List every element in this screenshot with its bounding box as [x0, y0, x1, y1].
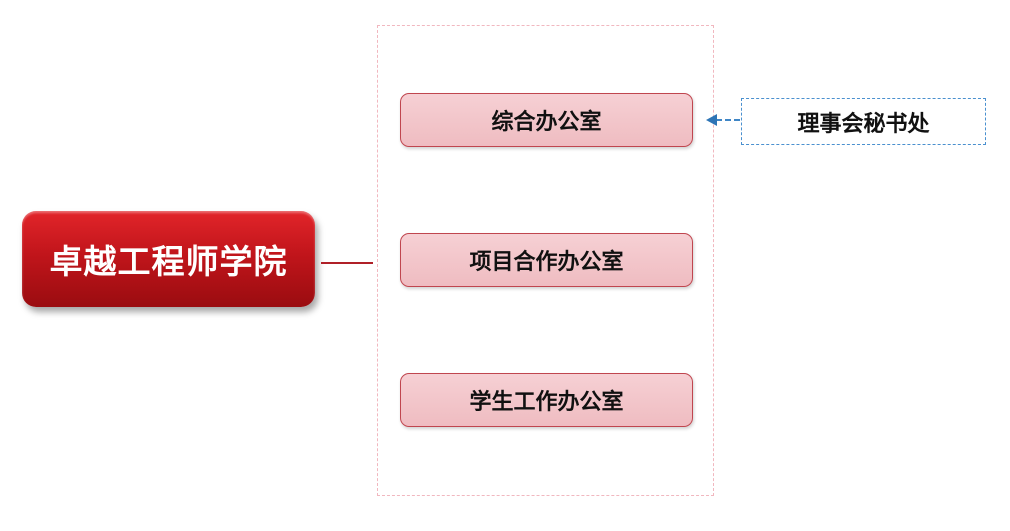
secretariat-arrow-line [716, 119, 740, 121]
secretariat-node: 理事会秘书处 [741, 98, 986, 145]
secretariat-node-label: 理事会秘书处 [797, 111, 930, 137]
office-node-label: 综合办公室 [491, 110, 602, 135]
root-to-group-connector [321, 262, 373, 264]
arrow-left-icon [706, 114, 717, 126]
office-node-label: 学生工作办公室 [469, 390, 624, 415]
root-node-college: 卓越工程师学院 [22, 211, 315, 307]
office-node-general: 综合办公室 [400, 93, 693, 147]
root-node-label: 卓越工程师学院 [49, 242, 288, 281]
office-node-label: 项目合作办公室 [469, 250, 624, 275]
offices-group-frame [377, 25, 714, 496]
office-node-project-cooperation: 项目合作办公室 [400, 233, 693, 287]
office-node-student-affairs: 学生工作办公室 [400, 373, 693, 427]
